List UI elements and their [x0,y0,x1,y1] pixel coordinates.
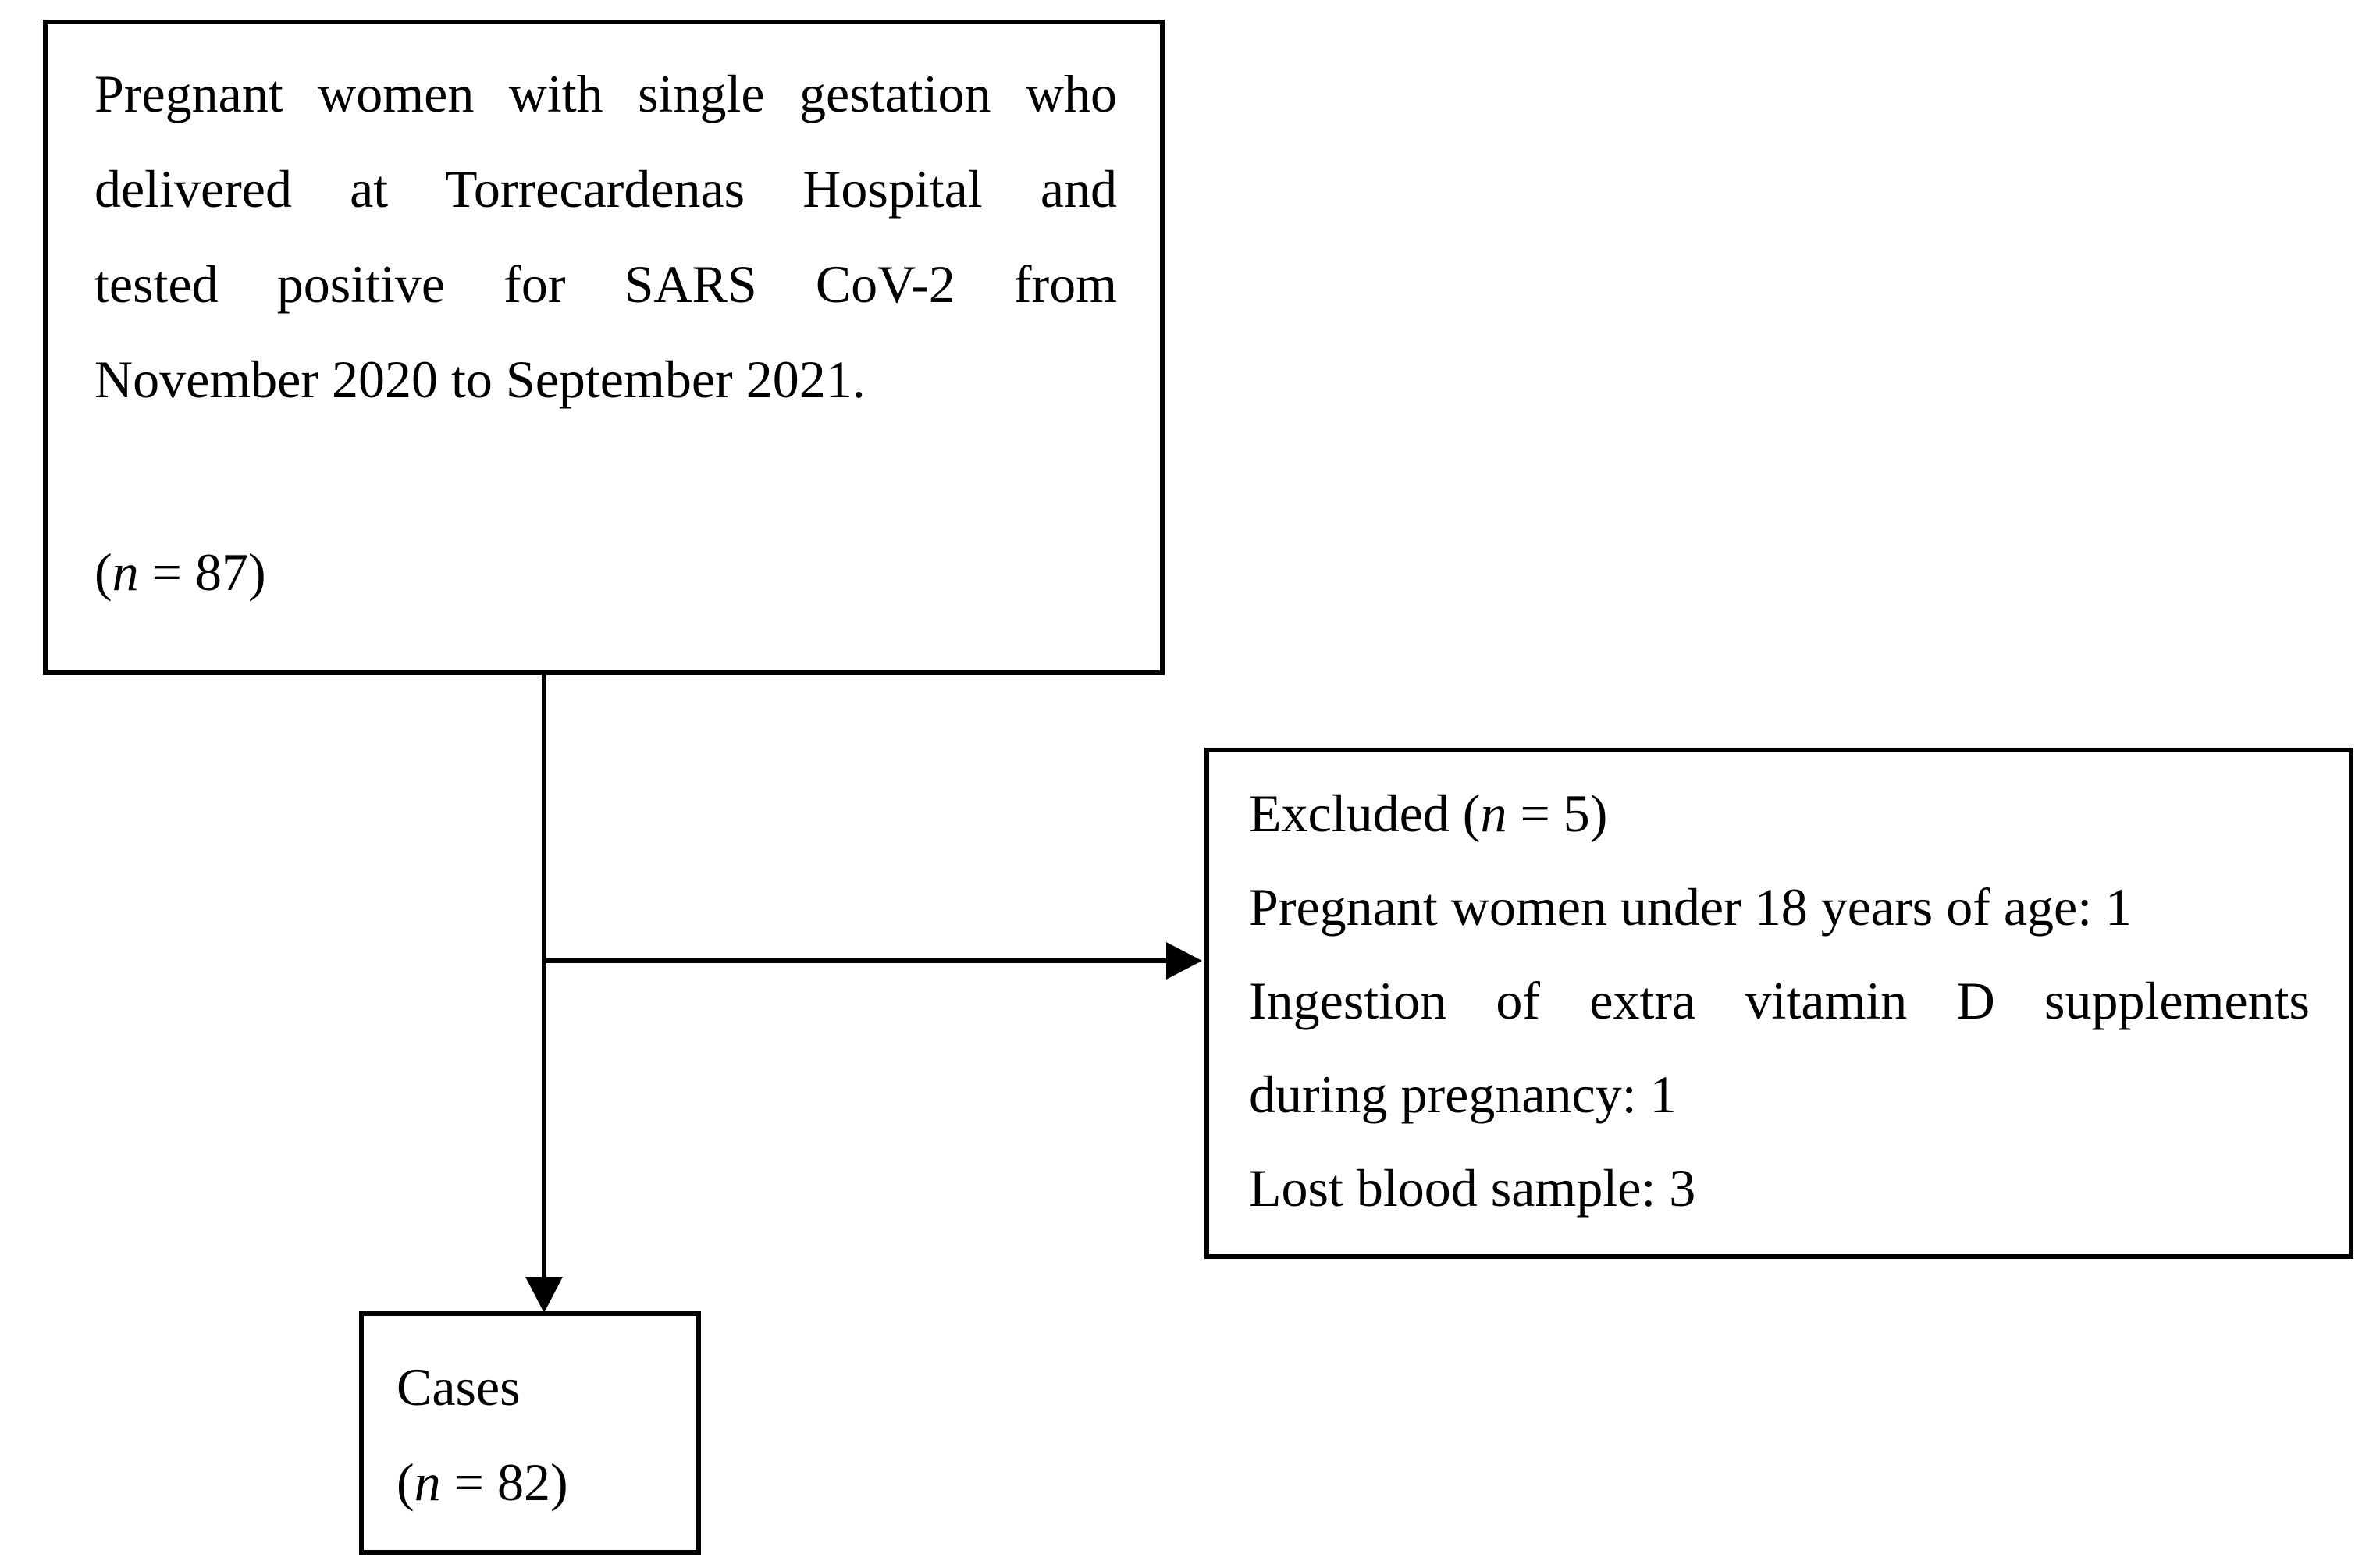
excluded-reason-vitamin-line-1: Ingestion of extra vitamin D supplements [1249,971,2310,1030]
enrollment-text-line-1: Pregnant women with single gestation who [94,64,1117,123]
excluded-reason-age: Pregnant women under 18 years of age: 1 [1249,877,2133,937]
excluded-box: Excluded (n = 5) Pregnant women under 18… [1204,748,2353,1259]
right-arrowhead-icon [1166,942,1202,980]
enrollment-text-line-4: November 2020 to September 2021. [94,350,866,409]
enrollment-text-line-2: delivered at Torrecardenas Hospital and [94,159,1117,219]
cases-box: Cases (n = 82) [359,1311,701,1555]
excluded-title-prefix: Excluded ( [1249,784,1481,843]
enrollment-text-line-3: tested positive for SARS CoV-2 from [94,254,1117,314]
down-arrowhead-icon [525,1277,563,1313]
n-value: = 82) [440,1452,568,1512]
enrollment-box: Pregnant women with single gestation who… [43,20,1165,675]
paren-open: ( [94,542,112,602]
n-variable: n [414,1452,441,1512]
excluded-title: Excluded (n = 5) [1249,766,2310,860]
n-value: = 5) [1507,784,1608,843]
n-value: = 87) [138,542,266,602]
enrollment-sample-size: (n = 87) [94,524,1117,620]
paren-open: ( [397,1452,414,1512]
vertical-connector-line [542,675,546,1278]
horizontal-connector-line [542,958,1166,963]
excluded-reason-vitamin-line-2: during pregnancy: 1 [1249,1065,1677,1124]
n-variable: n [1480,784,1507,843]
n-variable: n [112,542,139,602]
excluded-reason-lost-sample: Lost blood sample: 3 [1249,1158,1696,1218]
cases-label: Cases [397,1357,521,1417]
cases-sample-size: (n = 82) [397,1435,673,1530]
